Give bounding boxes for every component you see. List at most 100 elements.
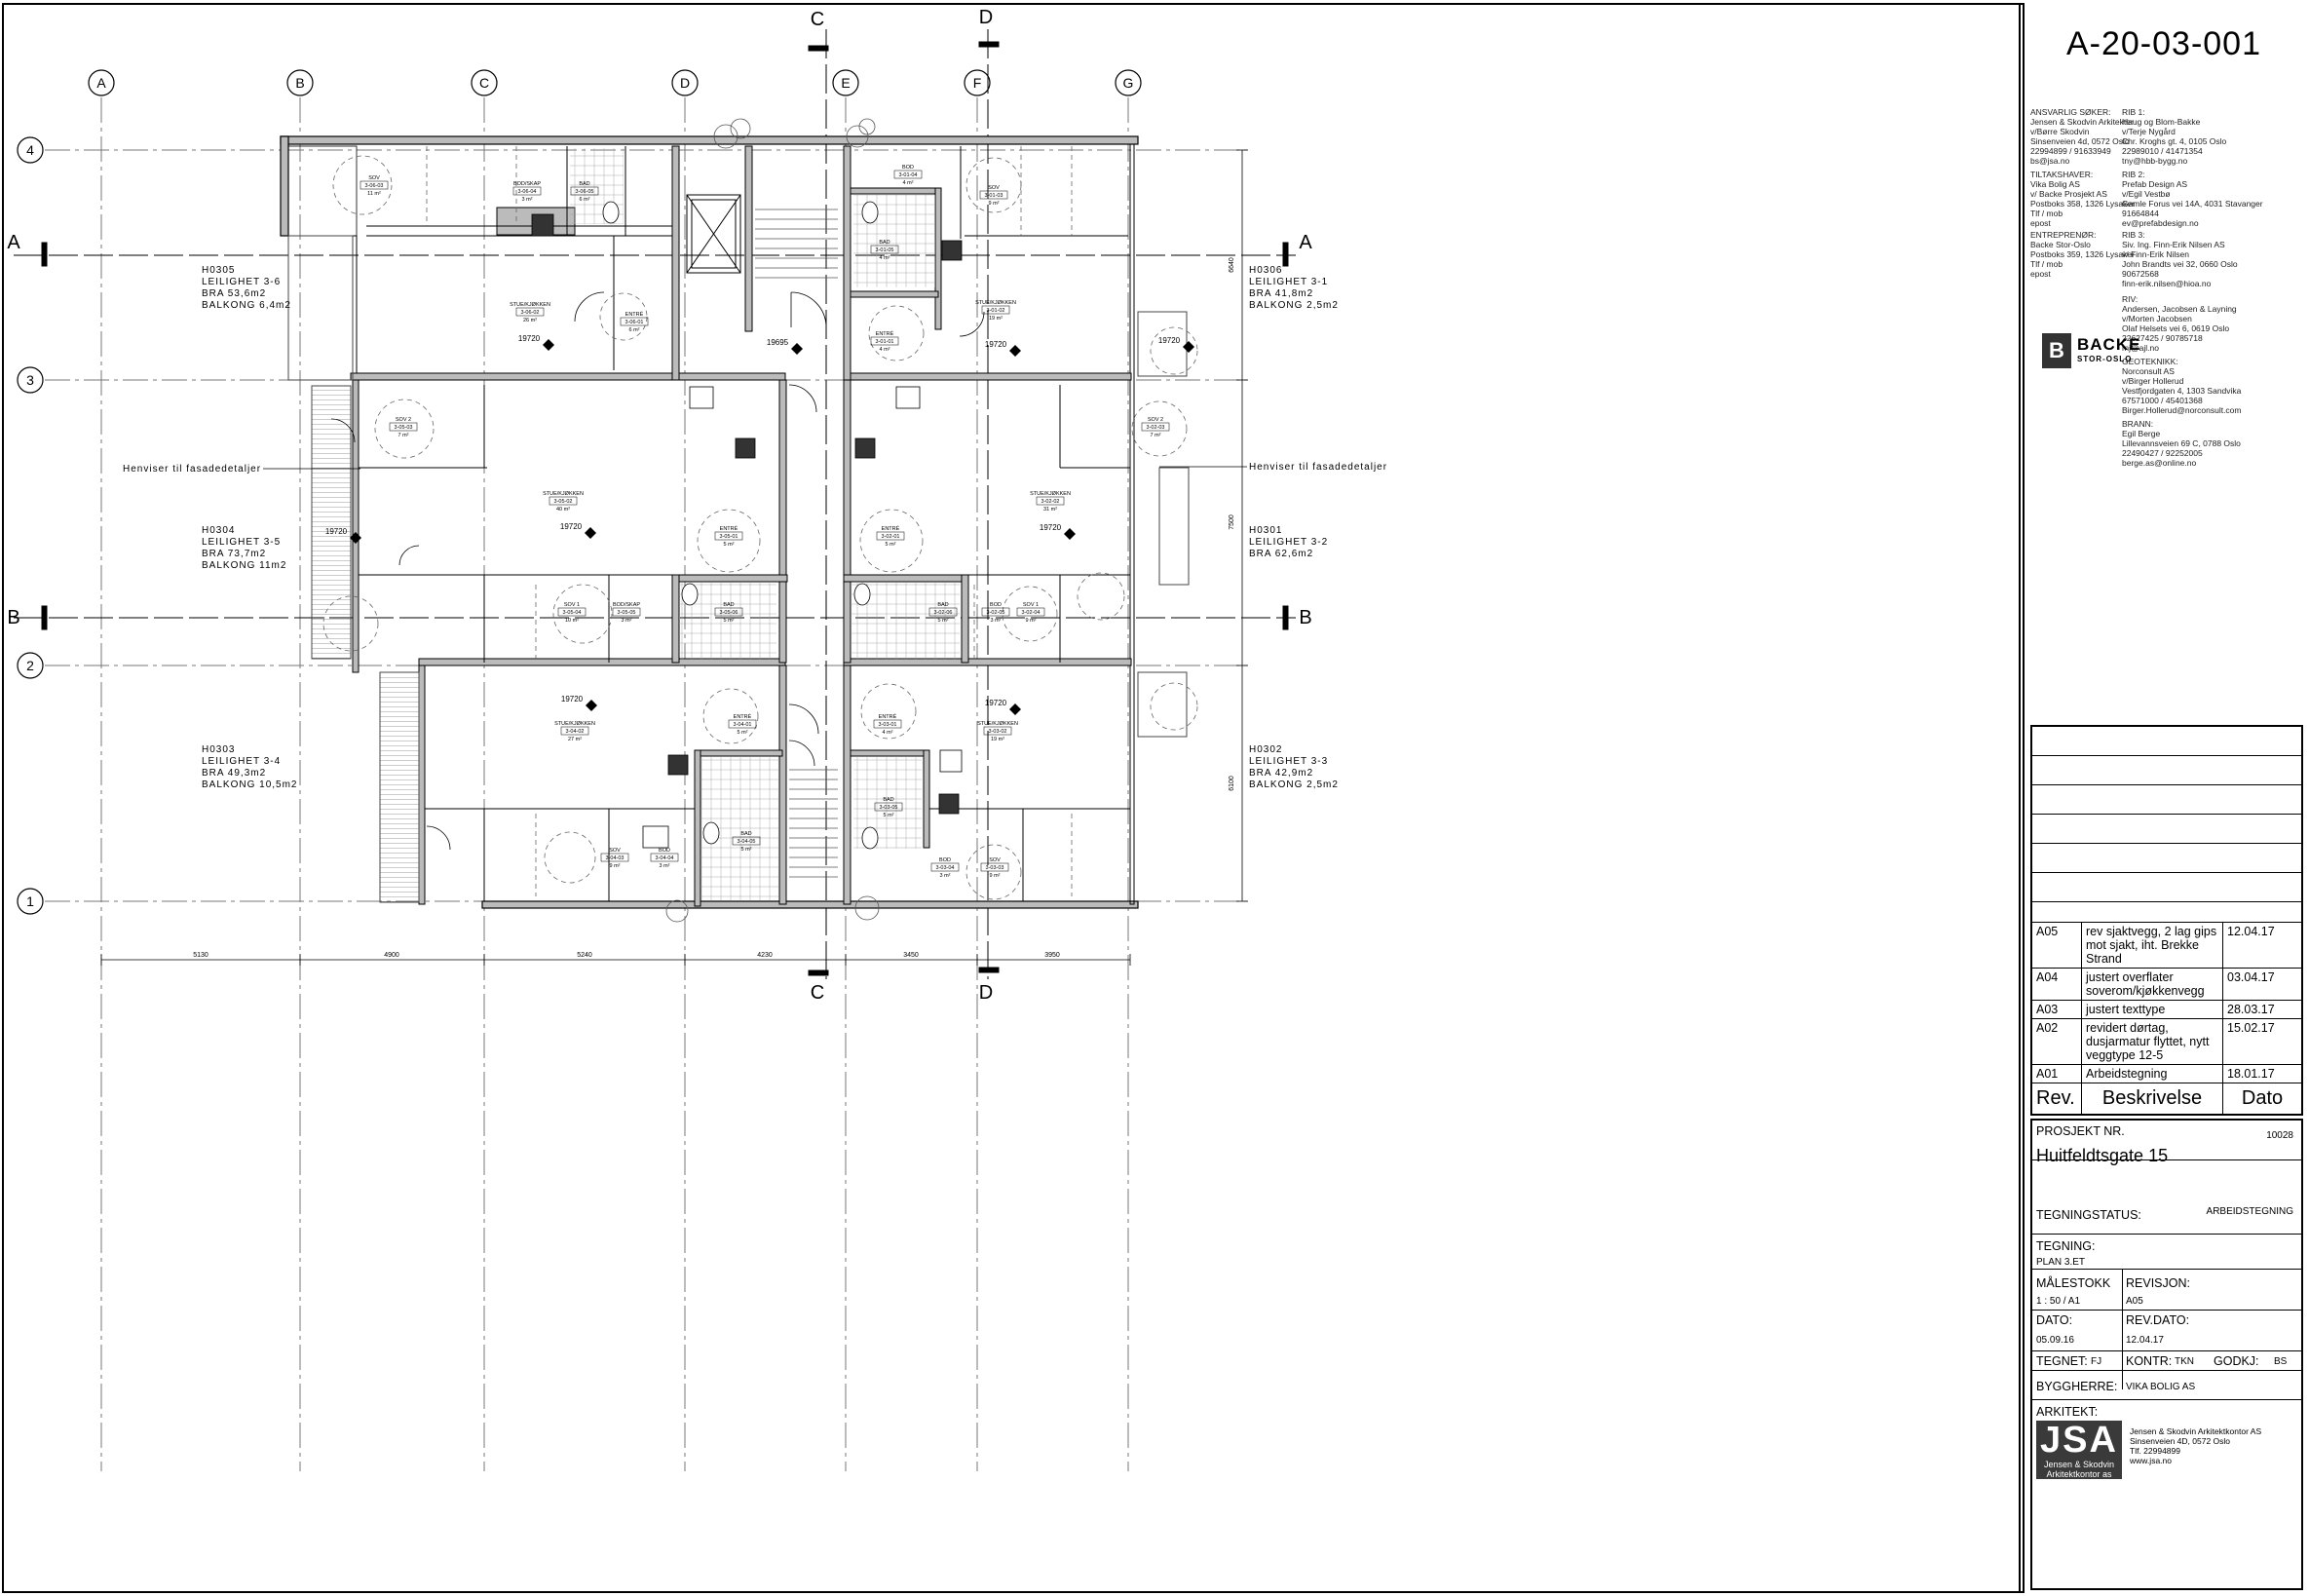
- room-id: 3-02-01: [882, 534, 900, 540]
- room-name: STUE/KJØKKEN: [510, 302, 550, 308]
- room-name: BAD: [879, 240, 890, 246]
- room-id: 3-06-05: [576, 189, 594, 195]
- facade-note-left: Henviser til fasadedetaljer: [123, 464, 261, 475]
- apartment-name: LEILIGHET 3-4: [202, 756, 281, 767]
- room-id: 3-03-01: [879, 722, 897, 728]
- room-id: 3-02-03: [1147, 425, 1165, 431]
- contact-contractor: ENTREPRENØR: Backe Stor-Oslo Postboks 35…: [2030, 230, 2135, 279]
- room-area: 6 m²: [629, 327, 640, 333]
- revision-date: 28.03.17: [2227, 1003, 2275, 1016]
- level-symbol: [350, 532, 361, 544]
- scale-label: MÅLESTOKK: [2036, 1276, 2111, 1290]
- room-area: 10 m²: [565, 618, 579, 624]
- balconies: [287, 235, 1190, 903]
- level-value: 19695: [767, 338, 789, 347]
- jsa-logo-sub: Jensen & Skodvin Arkitektkontor as: [2043, 1460, 2115, 1479]
- level-value: 19720: [985, 340, 1007, 349]
- apartment-area: BRA 41,8m2: [1249, 288, 1313, 299]
- room-name: STUE/KJØKKEN: [975, 300, 1016, 306]
- room-id: 3-01-05: [876, 247, 894, 253]
- apartment-name: LEILIGHET 3-1: [1249, 277, 1328, 287]
- architect-label: ARKITEKT:: [2036, 1405, 2099, 1419]
- room-name: SOV 1: [1023, 602, 1039, 608]
- room-area: 26 m²: [523, 318, 537, 323]
- room-name: SOV: [988, 185, 1000, 191]
- client-value: VIKA BOLIG AS: [2126, 1382, 2196, 1392]
- room-area: 19 m²: [991, 737, 1004, 742]
- architect-address: Jensen & Skodvin Arkitektkontor AS Sinse…: [2130, 1426, 2262, 1465]
- apartment-code: H0304: [202, 525, 235, 536]
- project-info: PROSJEKT NR. 10028 Huitfeldtsgate 15 TEG…: [2030, 1119, 2303, 1590]
- room-id: 3-01-03: [985, 193, 1003, 199]
- room-id: 3-03-03: [986, 865, 1004, 871]
- scale-value: 1 : 50 / A1: [2036, 1296, 2081, 1307]
- room-area: 27 m²: [568, 737, 582, 742]
- exterior-walls: [280, 135, 1139, 909]
- room-name: ENTRÉ: [876, 330, 894, 337]
- room-id: 3-03-02: [989, 729, 1007, 735]
- room-area: 11 m²: [367, 191, 381, 197]
- floor-plan-drawing: A B C D E F G 4 3 2 1 A A B B C D: [2, 3, 2025, 1593]
- room-name: BAD: [579, 181, 589, 187]
- dimension-lines: [100, 149, 1248, 966]
- drawing-name: PLAN 3.ET: [2036, 1257, 2086, 1268]
- room-area: 5 m²: [724, 542, 735, 548]
- room-name: ENTRÉ: [625, 311, 644, 318]
- contact-rib3: RIB 3: Siv. Ing. Finn-Erik Nilsen AS v/ …: [2122, 230, 2238, 288]
- approved-label: GODKJ:: [2214, 1354, 2259, 1368]
- room-id: 3-02-05: [987, 610, 1005, 616]
- room-area: 6 m²: [580, 197, 590, 203]
- revdate-label: REV.DATO:: [2126, 1313, 2190, 1327]
- apartment-code: H0303: [202, 744, 235, 755]
- revision-date: 12.04.17: [2227, 925, 2275, 938]
- room-area: 9 m²: [610, 863, 621, 869]
- room-id: 3-04-01: [734, 722, 752, 728]
- room-area: 31 m²: [1043, 507, 1057, 513]
- revision-desc: rev sjaktvegg, 2 lag gips mot sjakt, iht…: [2082, 923, 2223, 968]
- room-area: 4 m²: [880, 255, 890, 261]
- section-a-right: A: [1299, 232, 1312, 253]
- backe-logo-mark: B: [2042, 333, 2071, 368]
- revision-header: Rev. Beskrivelse Dato: [2032, 1083, 2301, 1114]
- approved-value: BS: [2274, 1356, 2288, 1367]
- room-id: 3-06-01: [625, 320, 644, 325]
- room-area: 3 m²: [622, 618, 632, 624]
- room-id: 3-03-05: [880, 805, 898, 811]
- room-area: 7 m²: [1151, 433, 1161, 438]
- drawing-label: TEGNING:: [2036, 1239, 2096, 1253]
- level-value: 19720: [560, 522, 583, 531]
- grid-label-4: 4: [26, 142, 34, 158]
- checked-value: TKN: [2175, 1356, 2194, 1367]
- room-area: 3 m²: [940, 873, 951, 879]
- grid-label-3: 3: [26, 372, 34, 388]
- revision-desc: justert texttype: [2082, 1001, 2223, 1018]
- room-area: 5 m²: [738, 730, 748, 736]
- room-name: ENTRÉ: [879, 713, 897, 720]
- door-swings: [330, 291, 985, 851]
- section-markers: [14, 29, 1296, 979]
- apartment-code: H0306: [1249, 265, 1282, 276]
- grid-row-bubbles: [17, 136, 44, 915]
- room-id: 3-01-01: [876, 339, 894, 345]
- dimension-value: 5240: [577, 952, 592, 959]
- dimension-value: 6100: [1229, 776, 1235, 791]
- dimension-value: 3950: [1044, 952, 1060, 959]
- room-name: STUE/KJØKKEN: [1030, 491, 1071, 497]
- room-id: 3-05-01: [720, 534, 738, 540]
- room-area: 5 m²: [741, 847, 752, 853]
- wardrobe-outlines: [322, 146, 1198, 900]
- revision-desc: Arbeidstegning: [2082, 1065, 2223, 1083]
- apartment-name: LEILIGHET 3-5: [202, 537, 281, 548]
- room-area: 9 m²: [1026, 618, 1037, 624]
- apartment-area: BRA 53,6m2: [202, 288, 266, 299]
- apartment-code: H0301: [1249, 525, 1282, 536]
